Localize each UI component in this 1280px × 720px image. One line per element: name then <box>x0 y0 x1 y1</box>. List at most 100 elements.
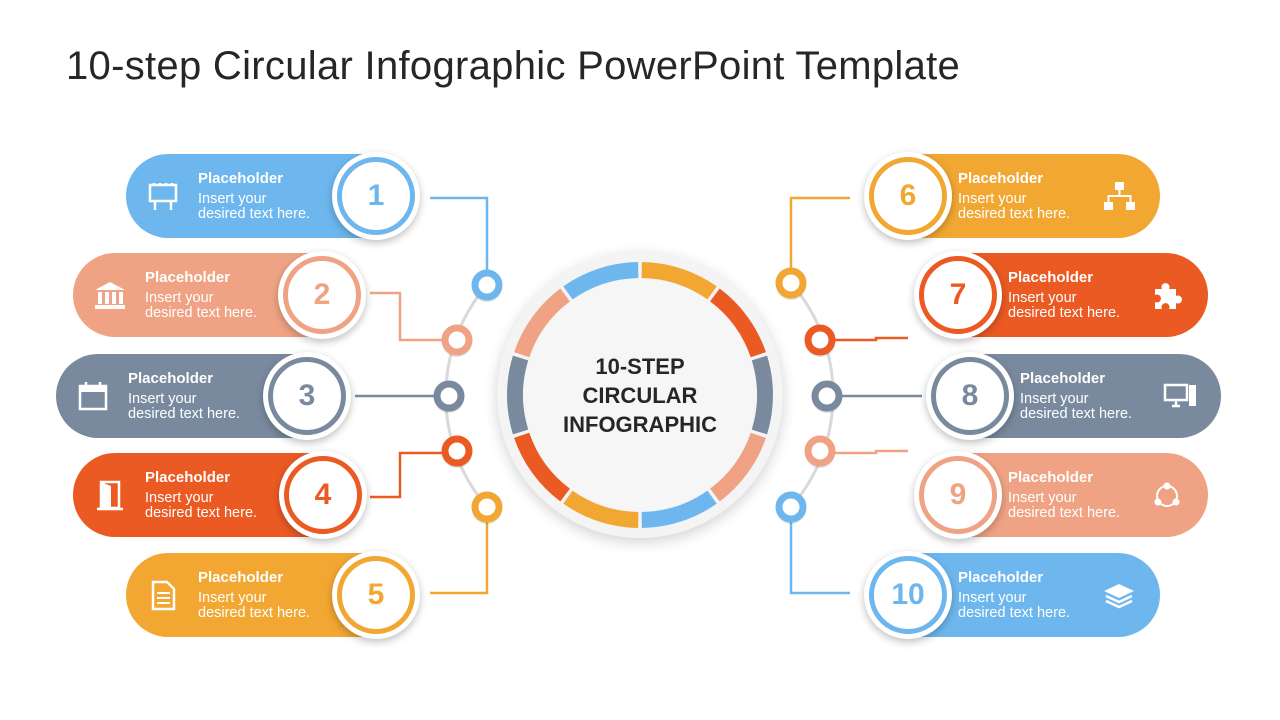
node-dot-10 <box>775 491 807 523</box>
step-number: 8 <box>931 357 1009 435</box>
billboard-icon <box>148 183 178 210</box>
step-text-line-1: Insert your <box>198 191 267 207</box>
puzzle-icon <box>1155 283 1182 309</box>
node-dot-5 <box>471 491 503 523</box>
cycle-icon <box>1154 482 1180 507</box>
step-heading: Placeholder <box>128 370 214 387</box>
ring-segment <box>563 490 639 528</box>
step-text-line-1: Insert your <box>128 391 197 407</box>
step-text-line-1: Insert your <box>1008 290 1077 306</box>
center-line-2: CIRCULAR <box>582 383 698 408</box>
step-number-badge-6: 6 <box>864 152 952 240</box>
ring-segment <box>563 262 639 300</box>
ring-segment <box>514 432 570 502</box>
step-number-badge-1: 1 <box>332 152 420 240</box>
node-dot-9 <box>804 435 836 467</box>
ring-segment <box>710 288 766 358</box>
connector-line-2 <box>370 291 444 342</box>
step-heading: Placeholder <box>1020 370 1106 387</box>
step-heading: Placeholder <box>145 469 231 486</box>
step-heading: Placeholder <box>198 170 284 187</box>
step-heading: Placeholder <box>1008 269 1094 286</box>
step-number: 1 <box>337 157 415 235</box>
ring-segment <box>514 288 570 358</box>
center-line-1: 10-STEP <box>595 354 685 379</box>
center-line-3: INFOGRAPHIC <box>563 412 717 437</box>
connector-line-6 <box>789 196 850 270</box>
step-number: 4 <box>284 456 362 534</box>
node-dot-8 <box>811 380 843 412</box>
step-number: 5 <box>337 556 415 634</box>
ring-segment <box>710 432 766 502</box>
step-text-line-1: Insert your <box>958 191 1027 207</box>
step-number: 3 <box>268 357 346 435</box>
step-number: 9 <box>919 456 997 534</box>
step-text-line-1: Insert your <box>145 290 214 306</box>
step-number-badge-7: 7 <box>914 251 1002 339</box>
center-label: 10-STEP CIRCULAR INFOGRAPHIC <box>540 352 740 439</box>
step-text-line-2: desired text here. <box>1020 406 1133 422</box>
ring-segment <box>751 355 773 435</box>
connector-line-10 <box>789 520 850 595</box>
step-heading: Placeholder <box>198 569 284 586</box>
node-dot-3 <box>433 380 465 412</box>
step-text-line-1: Insert your <box>145 490 214 506</box>
step-number-badge-2: 2 <box>278 251 366 339</box>
step-number-badge-8: 8 <box>926 352 1014 440</box>
node-dot-1 <box>471 269 503 301</box>
step-text-line-2: desired text here. <box>1008 305 1121 321</box>
step-text-line-1: Insert your <box>1008 490 1077 506</box>
step-heading: Placeholder <box>1008 469 1094 486</box>
step-number: 6 <box>869 157 947 235</box>
step-text-line-1: Insert your <box>958 590 1027 606</box>
document-icon <box>151 580 176 611</box>
step-text-line-2: desired text here. <box>958 605 1071 621</box>
slide-title: 10-step Circular Infographic PowerPoint … <box>66 44 961 88</box>
hierarchy-icon <box>1104 182 1135 210</box>
door-icon <box>97 480 123 511</box>
node-dot-4 <box>441 435 473 467</box>
node-dot-6 <box>775 267 807 299</box>
bank-icon <box>95 282 125 309</box>
step-text-line-2: desired text here. <box>145 505 258 521</box>
step-text-line-2: desired text here. <box>958 206 1071 222</box>
step-number-badge-9: 9 <box>914 451 1002 539</box>
step-text-line-1: Insert your <box>198 590 267 606</box>
step-number-badge-4: 4 <box>279 451 367 539</box>
step-number-badge-10: 10 <box>864 551 952 639</box>
connector-line-9 <box>833 449 908 455</box>
step-text-line-2: desired text here. <box>128 406 241 422</box>
step-heading: Placeholder <box>145 269 231 286</box>
connector-line-4 <box>370 451 444 499</box>
computer-icon <box>1163 383 1196 408</box>
step-text-line-2: desired text here. <box>1008 505 1121 521</box>
step-number: 7 <box>919 256 997 334</box>
step-text-line-1: Insert your <box>1020 391 1089 407</box>
step-number: 10 <box>869 556 947 634</box>
step-text-line-2: desired text here. <box>198 206 311 222</box>
step-number-badge-3: 3 <box>263 352 351 440</box>
ring-segment <box>641 490 717 528</box>
ring-segment <box>641 262 717 300</box>
step-text-line-2: desired text here. <box>198 605 311 621</box>
step-number: 2 <box>283 256 361 334</box>
connector-line-5 <box>430 520 489 595</box>
step-heading: Placeholder <box>958 569 1044 586</box>
connector-line-7 <box>833 336 908 342</box>
step-text-line-2: desired text here. <box>145 305 258 321</box>
ring-segment <box>507 355 529 435</box>
connector-line-1 <box>430 196 489 272</box>
